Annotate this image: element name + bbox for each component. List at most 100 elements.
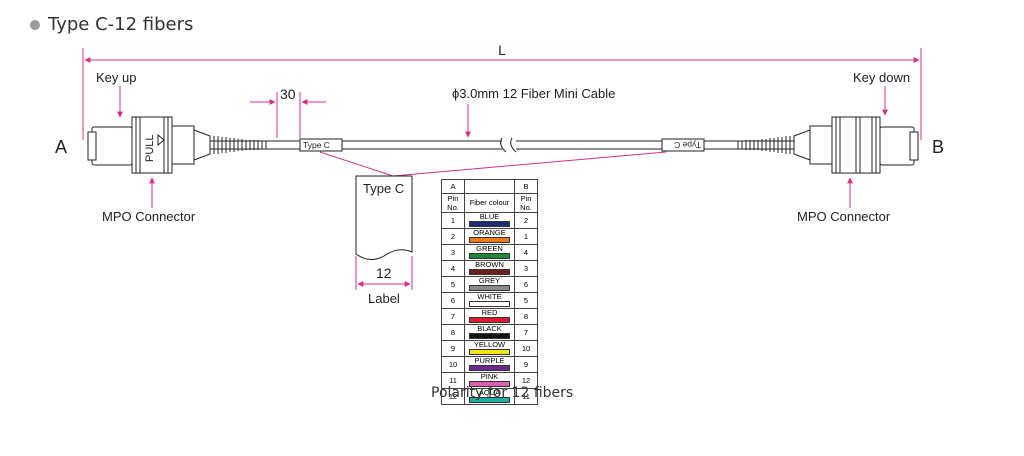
- fiber-swatch: [469, 252, 510, 259]
- label-width-text: 12: [376, 265, 392, 281]
- table-row: 4 BROWN 3: [441, 259, 538, 277]
- table-row: 9 YELLOW 10: [441, 339, 538, 357]
- mpo-connector-right-label: MPO Connector: [797, 209, 891, 224]
- fiber-name: BLUE: [479, 211, 500, 221]
- pin-a: 7: [441, 307, 465, 325]
- fiber-colour: ORANGE: [464, 227, 515, 245]
- table-caption: Polarity for 12 fibers: [431, 385, 574, 401]
- pin-b: 4: [514, 243, 538, 261]
- pin-b: 7: [514, 323, 538, 341]
- pin-b: 6: [514, 275, 538, 293]
- bullet-icon: [30, 19, 40, 30]
- fiber-name: GREEN: [476, 243, 503, 253]
- fiber-name: GREY: [478, 275, 501, 285]
- fiber-swatch: [469, 300, 510, 307]
- table-row: 3 GREEN 4: [441, 243, 538, 261]
- pin-b: 5: [514, 291, 538, 309]
- table-row: 10 PURPLE 9: [441, 355, 538, 373]
- pin-a: 5: [441, 275, 465, 293]
- pin-a: 4: [441, 259, 465, 277]
- table-row: 8 BLACK 7: [441, 323, 538, 341]
- length-dimension: L: [82, 42, 922, 140]
- fiber-swatch: [469, 316, 510, 323]
- fiber-name: BLACK: [477, 323, 502, 333]
- dim-30-label: 30: [280, 86, 296, 102]
- pin-b: 10: [514, 339, 538, 357]
- fiber-colour: AQUA: [464, 387, 515, 405]
- fiber-colour: PURPLE: [464, 355, 515, 373]
- fiber-name: YELLOW: [473, 339, 506, 349]
- pin-b: 3: [514, 259, 538, 277]
- end-b-label: B: [932, 137, 944, 157]
- fiber-name: AQUA: [478, 387, 501, 397]
- mpo-connector-right: [703, 116, 919, 174]
- fiber-swatch: [469, 236, 510, 243]
- fiber-swatch: [469, 284, 510, 291]
- pin-a: 3: [441, 243, 465, 261]
- label-detail-text: Type C: [363, 181, 404, 196]
- fiber-swatch: [469, 348, 510, 355]
- label-tag-left: Type C: [303, 140, 330, 150]
- key-up-label: Key up: [96, 70, 136, 85]
- fiber-name: RED: [481, 307, 498, 317]
- fiber-colour: GREEN: [464, 243, 515, 261]
- pull-label: PULL: [144, 134, 156, 162]
- pin-a: 8: [441, 323, 465, 341]
- table-row: 5 GREY 6: [441, 275, 538, 293]
- col-pin-b: Pin No.: [514, 192, 538, 213]
- title-text: Type C-12 fibers: [48, 14, 194, 35]
- table-subheader-row: Pin No. Fiber colour Pin No.: [441, 192, 538, 213]
- label-caption-text: Label: [368, 291, 400, 306]
- pin-a: 6: [441, 291, 465, 309]
- pin-b: 2: [514, 211, 538, 229]
- fiber-colour: BLUE: [464, 211, 515, 229]
- col-pin-a: Pin No.: [441, 192, 465, 213]
- cable-label: ϕ3.0mm 12 Fiber Mini Cable: [452, 86, 615, 101]
- pin-b: 8: [514, 307, 538, 325]
- fiber-swatch: [469, 364, 510, 371]
- pin-a: 10: [441, 355, 465, 373]
- fiber-colour: GREY: [464, 275, 515, 293]
- pull-arrow-icon: [157, 133, 165, 147]
- pin-a: 2: [441, 227, 465, 245]
- table-row: 6 WHITE 5: [441, 291, 538, 309]
- page-title: Type C-12 fibers: [30, 14, 193, 35]
- pin-b: 9: [514, 355, 538, 373]
- header-b: B: [514, 179, 538, 194]
- polarity-table: A B Pin No. Fiber colour Pin No. 1 BLUE 2 2…: [441, 179, 538, 405]
- header-a: A: [441, 179, 465, 194]
- fiber-colour: BROWN: [464, 259, 515, 277]
- length-label: L: [498, 42, 506, 58]
- fiber-colour: BLACK: [464, 323, 515, 341]
- fiber-name: WHITE: [477, 291, 502, 301]
- fiber-name: BROWN: [475, 259, 504, 269]
- mpo-connector-left-label: MPO Connector: [102, 209, 196, 224]
- pin-b: 11: [514, 387, 538, 405]
- pin-a: 9: [441, 339, 465, 357]
- fiber-swatch: [469, 396, 510, 403]
- end-a-label: A: [55, 137, 67, 157]
- fiber-name: ORANGE: [473, 227, 506, 237]
- table-row: 1 BLUE 2: [441, 211, 538, 229]
- fiber-swatch: [469, 268, 510, 275]
- fiber-swatch: [469, 380, 510, 387]
- key-down-label: Key down: [853, 70, 910, 85]
- pin-b: 1: [514, 227, 538, 245]
- label-detail: Type C 12 Label: [355, 175, 413, 306]
- fiber-colour: YELLOW: [464, 339, 515, 357]
- mini-cable: [342, 137, 662, 153]
- table-header-row: A B: [441, 179, 538, 194]
- fiber-name: PURPLE: [474, 355, 505, 365]
- fiber-swatch: [469, 220, 510, 227]
- col-fiber: Fiber colour: [464, 192, 515, 213]
- dimension-30: 30: [250, 86, 326, 138]
- fiber-swatch: [469, 332, 510, 339]
- fiber-name: PINK: [480, 371, 499, 381]
- fiber-colour: WHITE: [464, 291, 515, 309]
- pin-a: 1: [441, 211, 465, 229]
- label-tag-right: Type C: [674, 140, 701, 150]
- header-blank: [464, 179, 515, 194]
